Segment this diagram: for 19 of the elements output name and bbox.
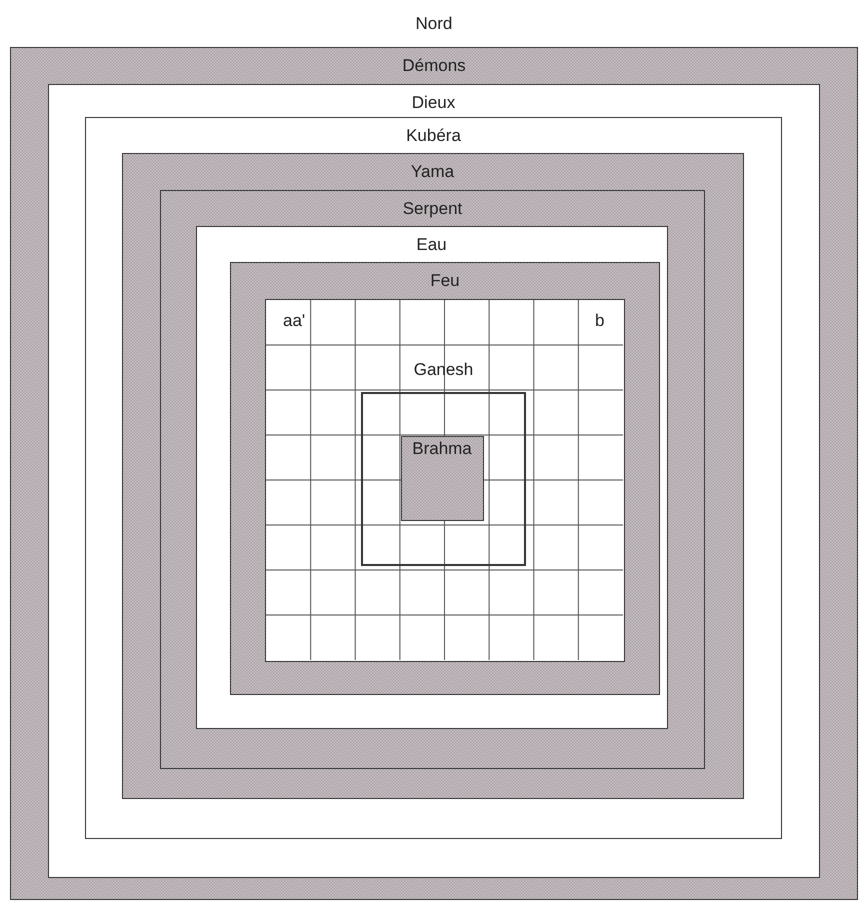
band-label: Serpent <box>402 199 462 219</box>
square-band <box>10 47 858 900</box>
square-band <box>196 226 668 728</box>
band-label: Eau <box>416 234 447 254</box>
square-band <box>230 262 660 695</box>
band-label: Yama <box>410 162 454 182</box>
cell-label: b <box>595 311 604 331</box>
cell-label: aa' <box>283 311 306 331</box>
square-band <box>85 117 782 839</box>
band-label: Démons <box>402 56 466 76</box>
direction-label: Nord <box>416 14 452 34</box>
band-label: Feu <box>430 271 460 291</box>
band-label: Dieux <box>412 92 456 112</box>
square-band <box>48 84 820 878</box>
center-square <box>400 436 484 520</box>
square-band <box>160 190 705 769</box>
band-label: Kubéra <box>406 126 461 146</box>
square-band <box>122 152 744 798</box>
region-label: Brahma <box>412 438 472 458</box>
